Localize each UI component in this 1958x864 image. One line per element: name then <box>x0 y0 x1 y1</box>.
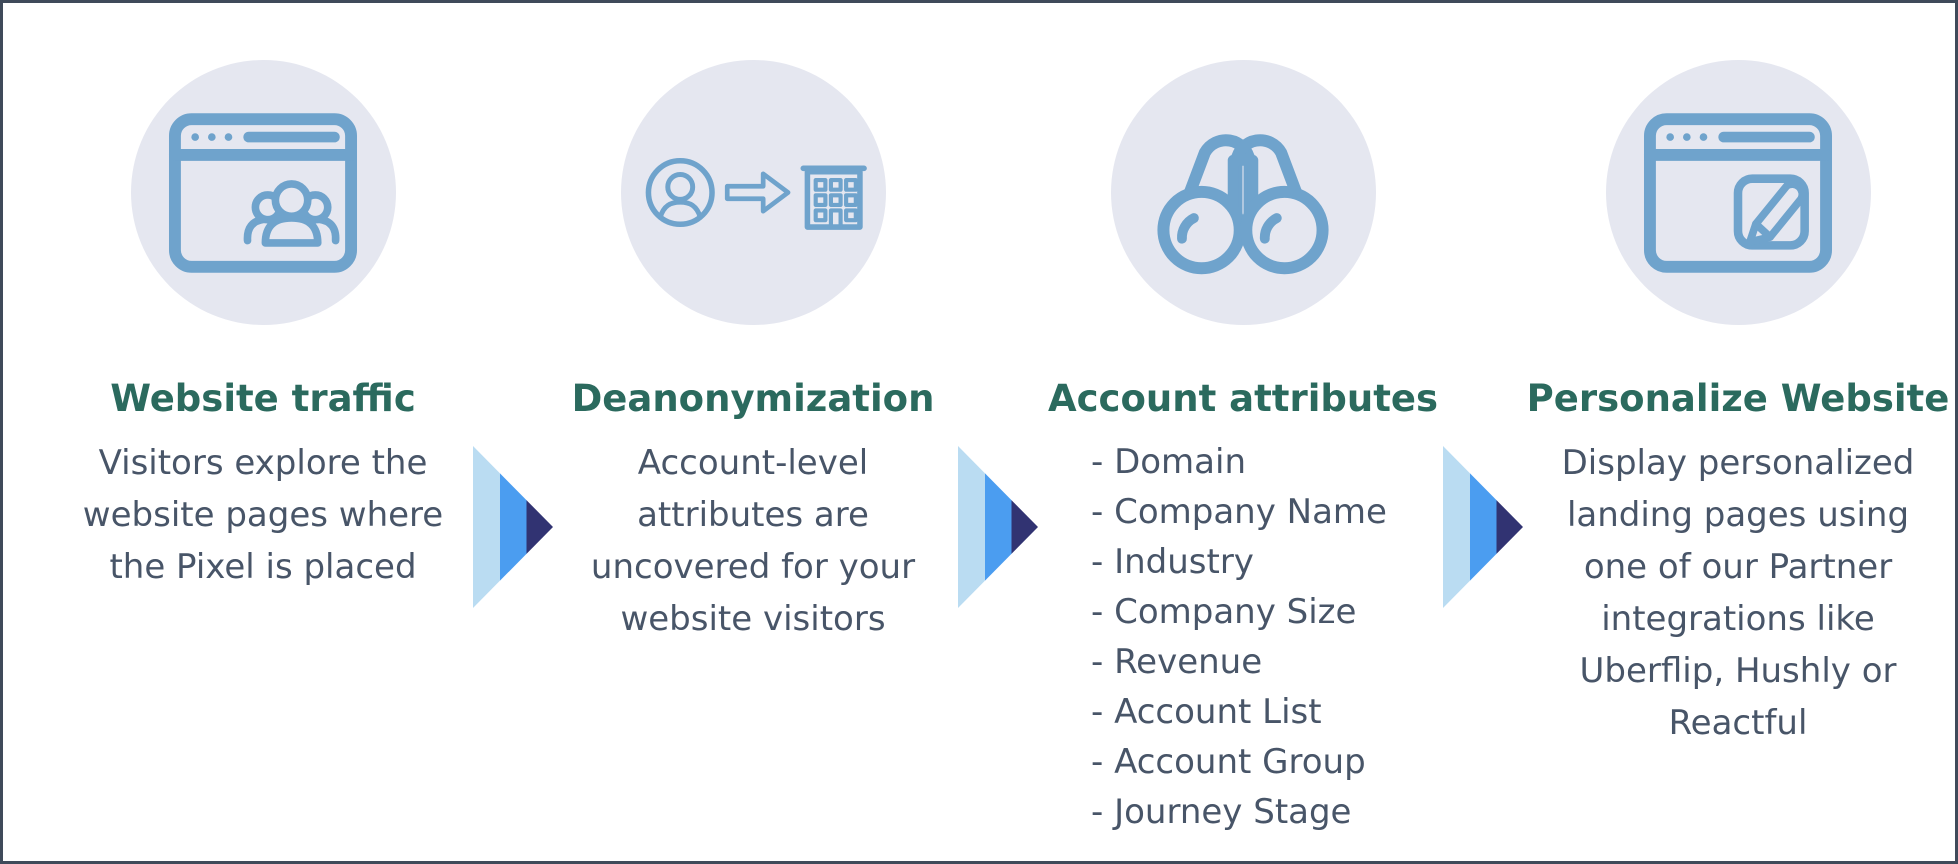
step-description: Display personalized landing pages using… <box>1561 443 1915 744</box>
flow-row: Website traffic Visitors explore the web… <box>73 60 1955 837</box>
step-deanonymization: Deanonymization Account-level attributes… <box>571 60 935 645</box>
step-description: Account-level attributes are uncovered f… <box>590 443 916 640</box>
icon-circle <box>1605 60 1871 325</box>
browser-personalize-icon <box>1643 112 1833 273</box>
attribute-list-item: - Industry <box>1091 542 1254 583</box>
attribute-list-item: - Company Size <box>1091 592 1357 633</box>
attribute-list-item: - Journey Stage <box>1091 792 1352 833</box>
arrow-cell <box>453 446 573 608</box>
arrow-cell <box>933 446 1063 608</box>
icon-circle <box>620 60 886 325</box>
icon-circle <box>1110 60 1376 325</box>
step-personalize-website: Personalize Website Display personalized… <box>1527 60 1949 749</box>
flow-arrow-icon <box>473 446 553 608</box>
flow-arrow-icon <box>1443 446 1523 608</box>
icon-circle <box>130 60 396 325</box>
step-title: Personalize Website <box>1526 377 1950 420</box>
step-title: Website traffic <box>110 377 416 420</box>
step-description: Visitors explore the website pages where… <box>82 443 444 588</box>
attribute-list: - Domain - Company Name - Industry - Compan… <box>1063 437 1423 837</box>
flow-arrow-icon <box>958 446 1038 608</box>
attribute-list-item: - Company Name <box>1091 492 1387 533</box>
attribute-list-item: - Revenue <box>1091 642 1263 683</box>
binoculars-icon <box>1157 133 1329 274</box>
attribute-list-item: - Domain <box>1091 442 1247 483</box>
step-account-attributes: Account attributes - Domain - Company Nam… <box>1048 60 1438 837</box>
attribute-list-item: - Account List <box>1091 692 1322 733</box>
arrow-cell <box>1423 446 1543 608</box>
attribute-list-item: - Account Group <box>1091 742 1366 783</box>
browser-visitors-icon <box>168 112 358 273</box>
step-title: Deanonymization <box>571 377 935 420</box>
step-title: Account attributes <box>1047 377 1439 420</box>
person-to-company-icon <box>645 157 867 230</box>
step-website-traffic: Website traffic Visitors explore the web… <box>73 60 453 593</box>
